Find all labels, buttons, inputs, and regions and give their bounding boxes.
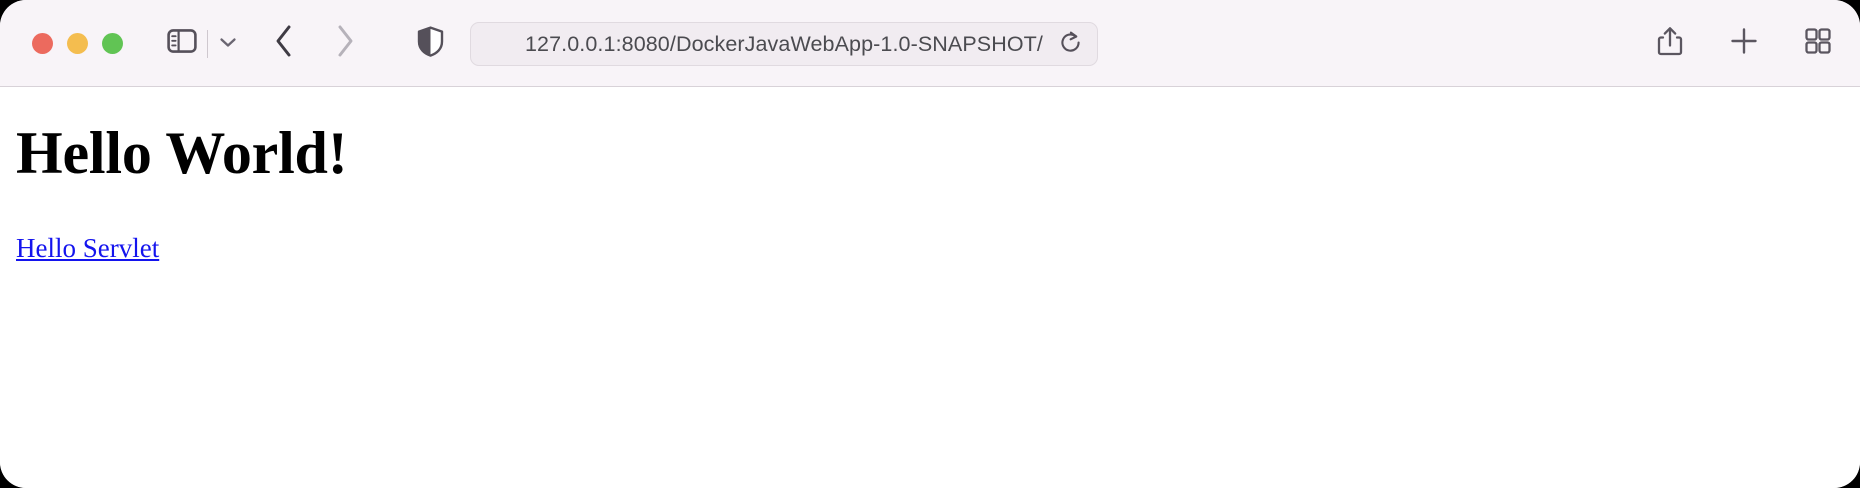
address-bar-text: 127.0.0.1:8080/DockerJavaWebApp-1.0-SNAP… <box>525 31 1043 56</box>
grid-icon <box>1804 27 1832 60</box>
chevron-left-icon <box>273 24 295 63</box>
reload-icon <box>1059 31 1082 59</box>
tab-overview-button[interactable] <box>1800 26 1836 62</box>
hello-servlet-link[interactable]: Hello Servlet <box>16 233 160 264</box>
shield-icon <box>417 25 444 62</box>
sidebar-menu-button[interactable] <box>213 0 243 87</box>
address-bar[interactable]: 127.0.0.1:8080/DockerJavaWebApp-1.0-SNAP… <box>470 22 1098 66</box>
window-controls <box>32 33 123 54</box>
back-button[interactable] <box>266 0 302 87</box>
servlet-link-paragraph: Hello Servlet <box>16 187 1844 264</box>
maximize-window-button[interactable] <box>102 33 123 54</box>
toolbar-right-actions <box>1652 0 1836 87</box>
new-tab-button[interactable] <box>1726 26 1762 62</box>
chevron-right-icon <box>334 24 356 63</box>
page-content: Hello World! Hello Servlet <box>0 87 1860 488</box>
chevron-down-icon <box>219 35 237 53</box>
page-title: Hello World! <box>16 120 348 186</box>
plus-icon <box>1730 27 1758 60</box>
forward-button[interactable] <box>327 0 363 87</box>
reload-button[interactable] <box>1053 23 1087 67</box>
sidebar-icon <box>167 28 197 59</box>
minimize-window-button[interactable] <box>67 33 88 54</box>
browser-toolbar: 127.0.0.1:8080/DockerJavaWebApp-1.0-SNAP… <box>0 0 1860 87</box>
privacy-report-button[interactable] <box>411 0 449 87</box>
sidebar-toggle-button[interactable] <box>163 0 201 87</box>
toolbar-divider <box>207 30 208 58</box>
close-window-button[interactable] <box>32 33 53 54</box>
share-button[interactable] <box>1652 26 1688 62</box>
share-icon <box>1657 26 1683 61</box>
